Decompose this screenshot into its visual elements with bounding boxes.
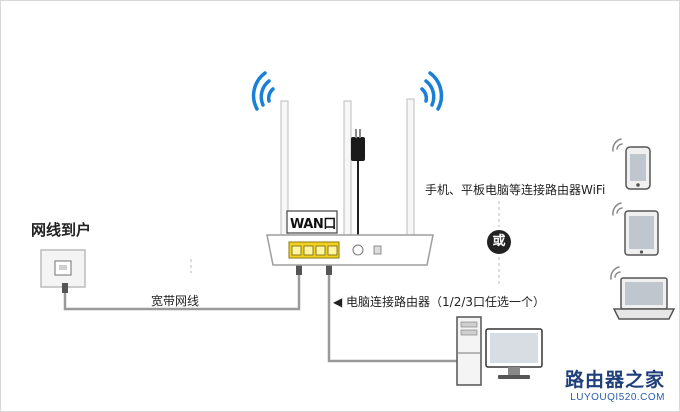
tablet-icon [624, 210, 659, 256]
plug-wall [62, 283, 68, 293]
wall-socket-title: 网线到户 [31, 221, 92, 239]
antenna-middle [343, 100, 352, 236]
wifi-signal-left [251, 71, 275, 111]
smartphone-icon [625, 146, 651, 190]
watermark: 路由器之家 LUYOUQI520.COM [565, 365, 665, 403]
dashed-dividers [190, 201, 500, 286]
watermark-url: LUYOUQI520.COM [570, 392, 665, 403]
watermark-site-name: 路由器之家 [564, 369, 665, 391]
device-wifi-icons [610, 138, 623, 280]
wifi-signal-icon [251, 71, 444, 111]
wifi-signal-right [420, 71, 444, 111]
broadband-cable-label: 宽带网线 [151, 294, 200, 308]
monitor-icon [485, 328, 543, 379]
cable-plug-icons [62, 265, 332, 293]
broadband-cable [63, 271, 301, 311]
router-icon [266, 98, 434, 266]
or-badge: 或 [487, 230, 511, 254]
cables [63, 160, 458, 363]
pc-cable [327, 271, 458, 363]
desktop-tower-icon [456, 316, 482, 386]
power-adapter-icon [351, 129, 365, 161]
pc-connection-label: ◀ 电脑连接路由器（1/2/3口任选一个） [333, 295, 546, 309]
wan-port-label: WAN口 [290, 217, 336, 232]
ethernet-wall-socket-icon [40, 249, 86, 288]
plug-lan [326, 265, 332, 275]
wireless-devices-label: 手机、平板电脑等连接路由器WiFi [425, 183, 606, 197]
antenna-right [406, 98, 415, 236]
plug-wan [296, 265, 302, 275]
laptop-icon [612, 277, 676, 320]
